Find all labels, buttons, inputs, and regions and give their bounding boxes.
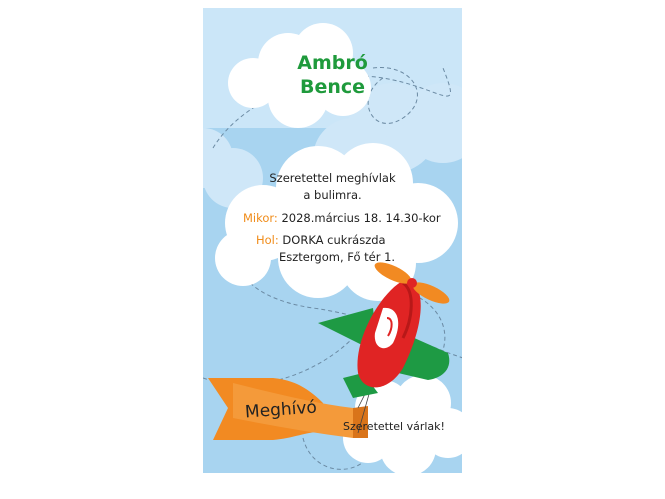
closing-text: Szeretettel várlak! [343, 420, 445, 433]
banner-ribbon [208, 377, 374, 440]
name-cloud [228, 23, 371, 128]
greeting-line-1: Szeretettel meghívlak [269, 171, 396, 185]
where-value-line-1: DORKA cukrászda [282, 233, 386, 247]
when-value: 2028.március 18. 14.30-kor [281, 211, 441, 225]
where-label: Hol: [256, 233, 279, 247]
when-label: Mikor: [243, 211, 278, 225]
child-last-name: Bence [299, 76, 366, 98]
greeting-line-2: a bulimra. [303, 188, 362, 202]
where-value-line-2: Esztergom, Fő tér 1. [279, 250, 396, 264]
airplane-icon [318, 262, 450, 398]
child-first-name: Ambró [297, 52, 368, 74]
where-row: Hol: DORKA cukrászda [256, 233, 386, 247]
when-row: Mikor: 2028.március 18. 14.30-kor [243, 211, 441, 225]
card-illustration [203, 8, 462, 473]
invitation-card: Ambró Bence Szeretettel meghívlak a buli… [203, 8, 462, 473]
